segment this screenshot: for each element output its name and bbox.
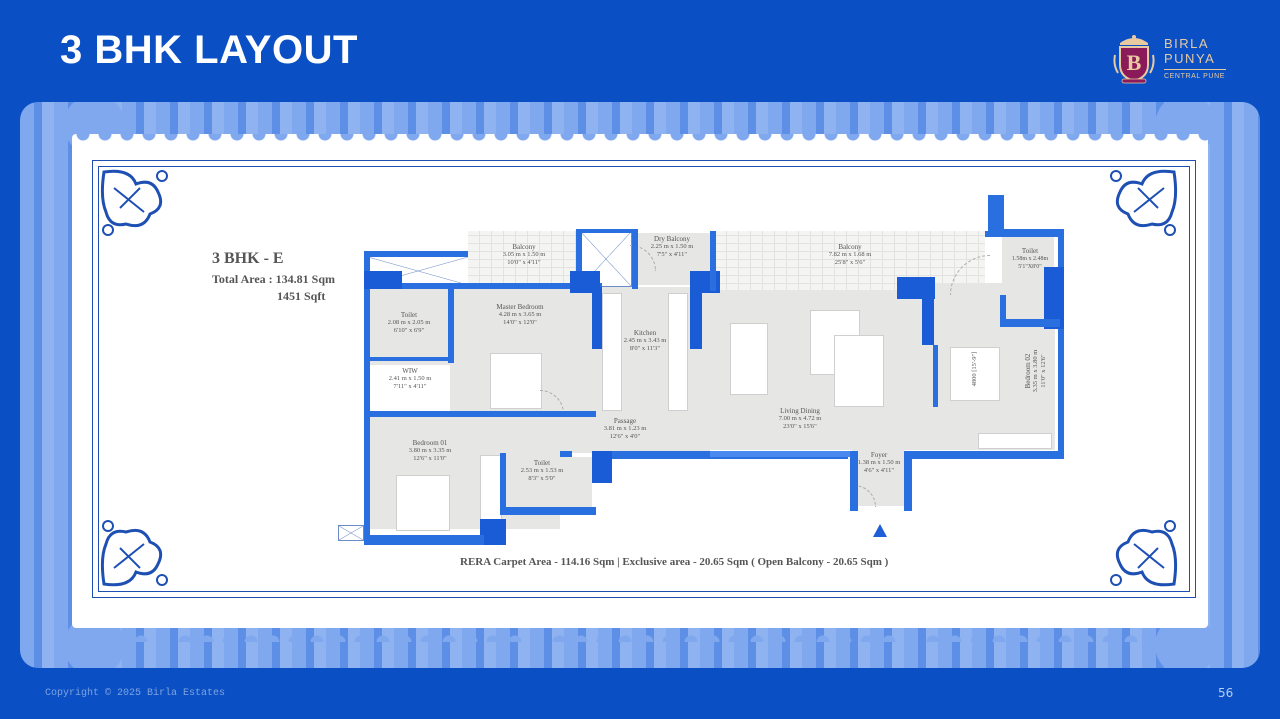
wall — [364, 535, 484, 545]
label-balcony-1: Balcony 3.05 m x 1.50 m 10'0" x 4'11" — [502, 243, 546, 266]
page-number: 56 — [1218, 686, 1234, 700]
scallop-bottom — [72, 628, 1208, 642]
balcony-2 — [715, 231, 985, 291]
slide-title: 3 BHK LAYOUT — [60, 28, 358, 72]
kitchen-counter-right — [668, 293, 688, 411]
wiw-shelf — [370, 365, 450, 411]
scallop-top — [72, 134, 1208, 148]
label-wiw: WIW 2.41 m x 1.50 m 7'11" x 4'11" — [388, 367, 432, 390]
wall — [710, 451, 850, 457]
label-bedroom-2: Bedroom 02 3.35 m x 3.80 m 11'0" x 12'6" — [1024, 349, 1047, 393]
kitchen-counter-left — [602, 293, 622, 411]
copyright-text: Copyright © 2025 Birla Estates — [45, 688, 226, 699]
wall — [364, 251, 370, 541]
label-bed-dimension: 4800 [15'-9"] — [971, 351, 978, 387]
wall — [364, 251, 468, 257]
wall — [1000, 295, 1006, 321]
label-foyer: Foyer 1.38 m x 1.50 m 4'6" x 4'11" — [857, 451, 901, 474]
corner-ornament-icon — [1110, 169, 1178, 236]
wall — [690, 287, 702, 349]
wall — [1058, 229, 1064, 459]
wall — [364, 411, 596, 417]
unit-total-area: Total Area : 134.81 Sqm — [212, 272, 336, 286]
bedroom2-bed — [950, 347, 1000, 401]
passage — [560, 413, 710, 453]
inner-border — [92, 160, 1196, 598]
svg-text:B: B — [1127, 50, 1142, 75]
wall — [576, 229, 638, 233]
wall — [910, 451, 1064, 459]
corner-ornament-icon — [1110, 520, 1178, 587]
label-toilet-3: Toilet 2.53 m x 1.53 m 8'3" x 5'0" — [520, 459, 564, 482]
floor-plan: Balcony 3.05 m x 1.50 m 10'0" x 4'11" Dr… — [330, 195, 1070, 550]
label-living-dining: Living Dining 7.00 m x 4.72 m 23'0" x 15… — [778, 407, 822, 430]
wall — [500, 507, 596, 515]
logo-location: CENTRAL PUNE — [1164, 73, 1226, 80]
wall — [988, 195, 1004, 235]
logo-brand: BIRLA — [1164, 36, 1210, 51]
wall — [904, 451, 912, 511]
sofa-chaise — [834, 335, 884, 407]
dining-table — [730, 323, 768, 395]
corner-ornament-icon — [100, 520, 168, 587]
toilet-master — [370, 287, 450, 359]
wall — [364, 271, 402, 289]
logo-project: PUNYA — [1164, 51, 1216, 66]
entry-arrow-icon — [873, 524, 887, 537]
wall — [1044, 267, 1064, 329]
balcony-1 — [468, 231, 580, 283]
wall — [1000, 319, 1060, 327]
bedroom1-bed — [396, 475, 450, 531]
wall — [592, 287, 602, 349]
wall — [592, 451, 612, 483]
wall — [480, 519, 506, 545]
wall — [448, 287, 454, 363]
wall — [1000, 229, 1064, 237]
master-bed — [490, 353, 542, 409]
label-bedroom-1: Bedroom 01 3.80 m x 3.35 m 12'6" x 11'0" — [408, 439, 452, 462]
crest-icon: B — [1112, 31, 1156, 85]
wall — [576, 231, 582, 289]
wall — [370, 357, 454, 361]
wall — [933, 345, 938, 407]
shaft-3 — [338, 525, 364, 541]
birla-punya-logo: B BIRLA PUNYA CENTRAL PUNE — [1112, 28, 1242, 88]
label-kitchen: Kitchen 2.45 m x 3.43 m 8'0" x 11'3" — [623, 329, 667, 352]
unit-total-sqft: 1451 Sqft — [277, 289, 326, 303]
inner-border-double — [98, 166, 1190, 592]
wall — [710, 231, 716, 291]
wall — [500, 453, 506, 509]
corner-ornament-icon — [100, 169, 168, 236]
label-dry-balcony: Dry Balcony 2.25 m x 1.50 m 7'5" x 4'11" — [650, 235, 694, 258]
wall — [560, 451, 572, 457]
unit-type: 3 BHK - E — [212, 250, 284, 267]
label-toilet-master: Toilet 2.08 m x 2.05 m 6'10" x 6'9" — [387, 311, 431, 334]
wall — [402, 283, 602, 289]
label-passage: Passage 3.81 m x 1.23 m 12'6" x 4'0" — [603, 417, 647, 440]
wall — [922, 277, 934, 345]
wall — [850, 451, 858, 511]
toilet-3 — [504, 457, 592, 509]
wall — [632, 231, 638, 289]
label-master-bedroom: Master Bedroom 4.28 m x 3.65 m 14'0" x 1… — [496, 303, 544, 326]
label-toilet-2: Toilet 1.58m x 2.48m 5'1"X8'0" — [1011, 247, 1049, 270]
logo-divider — [1164, 69, 1226, 70]
bedroom2-wardrobe — [978, 433, 1052, 449]
bedroom1-wardrobe — [480, 455, 502, 527]
rera-carpet-area-note: RERA Carpet Area - 114.16 Sqm | Exclusiv… — [460, 556, 889, 568]
label-balcony-2: Balcony 7.82 m x 1.68 m 25'8" x 5'6" — [828, 243, 872, 266]
